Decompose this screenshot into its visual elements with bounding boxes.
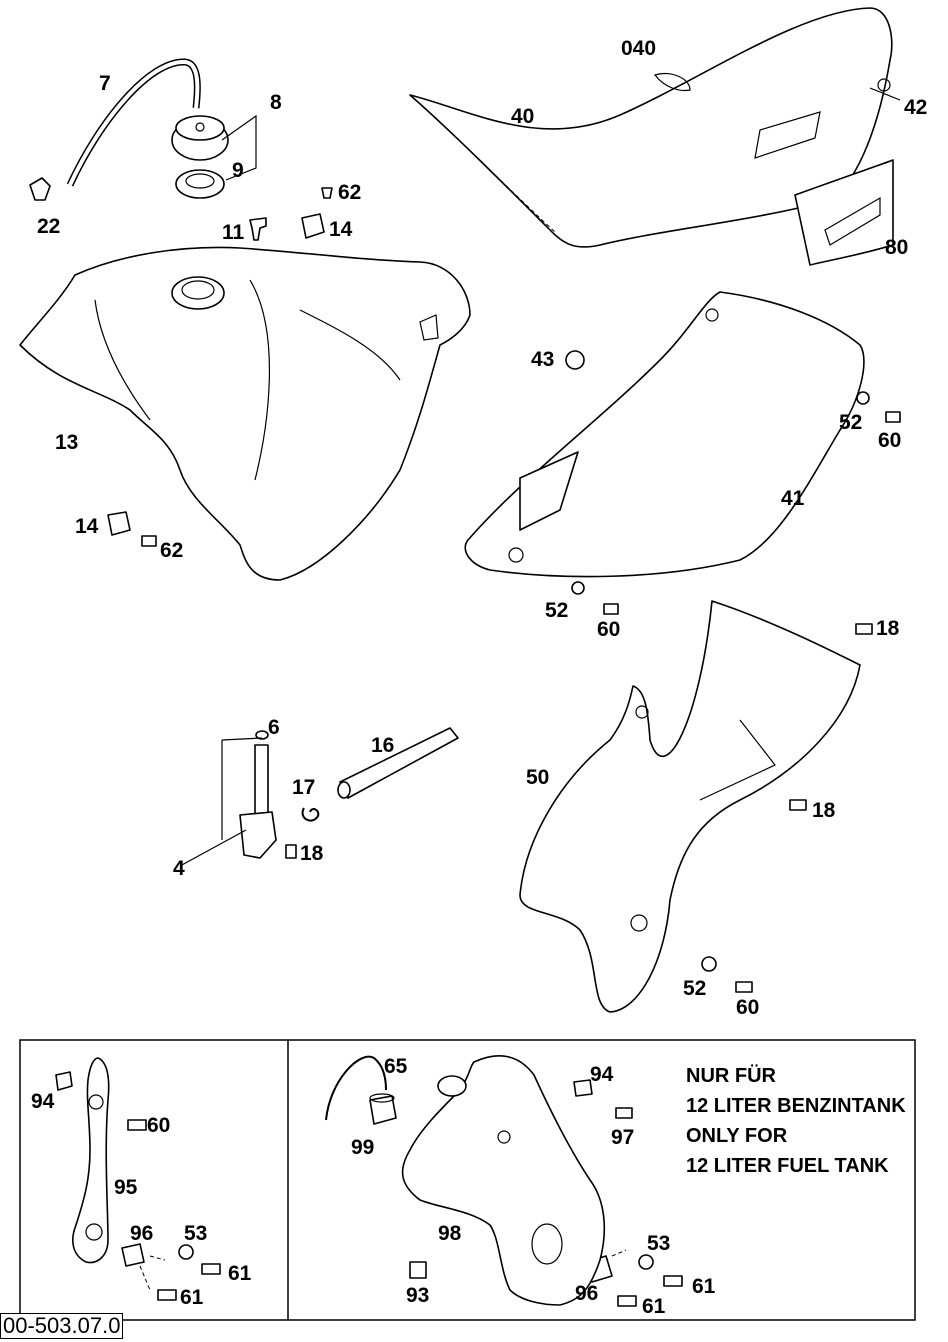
- label-52: 52: [839, 411, 863, 434]
- side-panel-lower: [519, 600, 861, 1013]
- label-94b: 94: [590, 1063, 614, 1086]
- label-42: 42: [904, 96, 928, 119]
- label-99: 99: [351, 1136, 375, 1159]
- breather: [325, 1055, 397, 1125]
- fuel-cap: [171, 115, 229, 161]
- elbow-fitting: [29, 177, 51, 201]
- label-9: 9: [232, 159, 244, 182]
- label-7: 7: [99, 72, 111, 95]
- label-17: 17: [292, 776, 316, 799]
- fuel-tank: [19, 246, 471, 581]
- label-95: 95: [114, 1176, 138, 1199]
- label-40: 40: [511, 105, 535, 128]
- fuel-tank-12l: [401, 1055, 606, 1306]
- label-62: 62: [338, 181, 362, 204]
- label-61c: 61: [180, 1286, 204, 1309]
- seat: [409, 7, 893, 248]
- note-line-4: 12 LITER FUEL TANK: [686, 1155, 889, 1177]
- label-11: 11: [222, 221, 245, 244]
- label-22: 22: [37, 215, 61, 238]
- leader-lines: [221, 114, 257, 181]
- label-80: 80: [885, 236, 909, 259]
- hose-clamp: [301, 807, 320, 822]
- label-41: 41: [781, 487, 805, 510]
- label-65: 65: [384, 1055, 408, 1078]
- label-8: 8: [270, 91, 282, 114]
- label-98: 98: [438, 1222, 462, 1245]
- label-16: 16: [371, 734, 395, 757]
- label-14: 14: [329, 218, 353, 241]
- label-18b: 18: [812, 799, 836, 822]
- label-97: 97: [611, 1126, 635, 1149]
- fuel-tap: [179, 730, 277, 867]
- label-60c: 60: [736, 996, 760, 1019]
- label-43: 43: [531, 348, 555, 371]
- vent-hose: [66, 58, 201, 187]
- label-61a: 61: [228, 1262, 252, 1285]
- tank-size-note: NUR FÜR 12 LITER BENZINTANK ONLY FOR 12 …: [686, 1061, 906, 1181]
- label-60d: 60: [147, 1114, 171, 1137]
- note-line-3: ONLY FOR: [686, 1125, 788, 1147]
- label-52c: 52: [683, 977, 707, 1000]
- label-4: 4: [173, 857, 185, 880]
- sticker: [794, 159, 894, 266]
- label-62b: 62: [160, 539, 184, 562]
- label-6: 6: [268, 716, 280, 739]
- label-61b: 61: [692, 1275, 716, 1298]
- label-53a: 53: [184, 1222, 208, 1245]
- small-fasteners: [107, 187, 901, 993]
- label-60: 60: [878, 429, 902, 452]
- label-040: 040: [621, 37, 657, 60]
- note-line-2: 12 LITER BENZINTANK: [686, 1095, 906, 1117]
- side-panel-upper: [464, 291, 865, 578]
- note-line-1: NUR FÜR: [686, 1065, 776, 1087]
- label-18a: 18: [876, 617, 900, 640]
- label-93: 93: [406, 1284, 430, 1307]
- inset-frame: [19, 1039, 916, 1321]
- fuel-hose: [337, 727, 459, 799]
- label-96a: 96: [130, 1222, 154, 1245]
- label-94a: 94: [31, 1090, 55, 1113]
- label-52b: 52: [545, 599, 569, 622]
- label-53b: 53: [647, 1232, 671, 1255]
- label-14b: 14: [75, 515, 99, 538]
- label-96b: 96: [575, 1282, 599, 1305]
- label-13: 13: [55, 431, 79, 454]
- label-61d: 61: [642, 1295, 666, 1318]
- label-60b: 60: [597, 618, 621, 641]
- drawing-code: 00-503.07.0: [0, 1313, 124, 1339]
- cap-gasket: [175, 169, 225, 199]
- bracket: [72, 1057, 110, 1264]
- label-18c: 18: [300, 842, 324, 865]
- label-50: 50: [526, 766, 550, 789]
